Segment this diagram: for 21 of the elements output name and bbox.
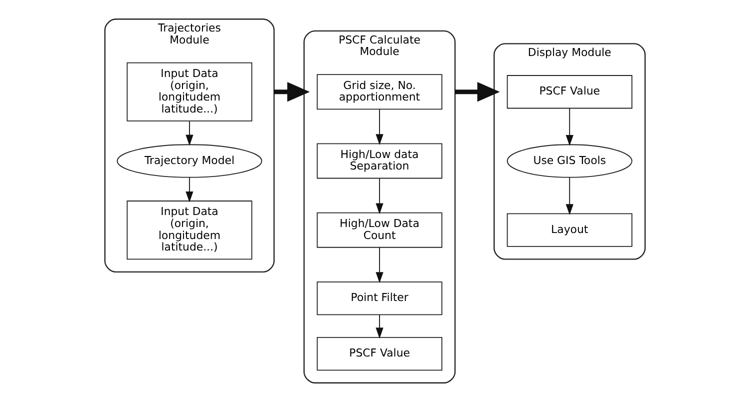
- arrow: [566, 177, 574, 216]
- node-box: High/Low data Separation: [316, 143, 442, 179]
- arrow: [566, 108, 574, 146]
- arrow: [376, 178, 384, 214]
- node-ellipse: Use GIS Tools: [506, 144, 632, 178]
- arrow: [376, 314, 384, 339]
- node-box: Point Filter: [316, 281, 442, 316]
- arrow: [186, 177, 194, 202]
- node-box: PSCF Value: [506, 75, 632, 109]
- node-box: Input Data (origin, longitudem latitude...): [126, 200, 252, 260]
- node-box: PSCF Value: [316, 336, 442, 371]
- node-box: Layout: [506, 213, 632, 247]
- arrow: [186, 120, 194, 146]
- arrow: [376, 246, 384, 284]
- node-box: High/Low Data Count: [316, 212, 442, 248]
- arrow: [376, 108, 384, 146]
- arrow: [455, 82, 500, 102]
- arrow: [274, 82, 310, 102]
- node-ellipse: Trajectory Model: [116, 144, 262, 178]
- node-box: Grid size, No. apportionment: [316, 74, 442, 110]
- node-box: Input Data (origin, longitudem latitude...): [126, 62, 252, 122]
